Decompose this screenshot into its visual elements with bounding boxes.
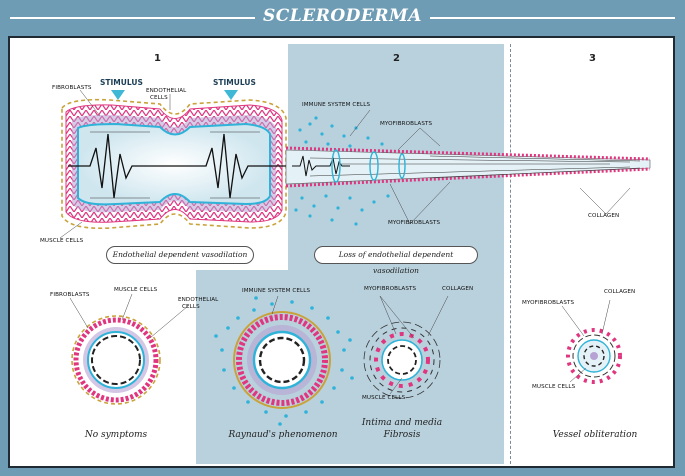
label-myofibroblasts-right: MYOFIBROBLASTS (522, 300, 575, 306)
title-rule-right (410, 17, 675, 19)
cross-section-obliteration (566, 328, 622, 384)
stimulus-label-2: STIMULUS (213, 78, 256, 87)
caption-raynaud: Raynaud's phenomenon (228, 430, 338, 440)
label-endothelial-top-2: CELLS (150, 95, 168, 101)
healthy-vessel-top (61, 98, 287, 230)
pill-endothelial-dependent: Endothelial dependent vasodilation (106, 246, 254, 264)
label-collagen-mid: COLLAGEN (442, 286, 474, 292)
label-endothelial-bottom-2: CELLS (182, 304, 200, 310)
leader-lines-top (59, 89, 631, 239)
caption-vessel-obliteration: Vessel obliteration (552, 430, 638, 440)
label-myofibroblasts-mid: MYOFIBROBLASTS (364, 286, 417, 292)
label-muscle-cells-right: MUSCLE CELLS (532, 384, 576, 390)
panel-number-1: 1 (154, 53, 161, 64)
vessel-illustration (59, 89, 651, 426)
label-muscle-cells-top: MUSCLE CELLS (40, 238, 84, 244)
narrowing-vessel-top (285, 146, 651, 188)
stimulus-label-1: STIMULUS (100, 78, 143, 87)
label-immune-cells-top: IMMUNE SYSTEM CELLS (302, 102, 371, 108)
label-immune-cells-bottom: IMMUNE SYSTEM CELLS (242, 288, 311, 294)
title-bar: SCLERODERMA (0, 0, 685, 34)
page-title: SCLERODERMA (0, 6, 685, 26)
diagram-frame: 1 2 3 STIMULUS STIMULUS FIBROBLASTS ENDO… (8, 36, 675, 468)
panel-number-3: 3 (589, 53, 596, 64)
caption-fibrosis-line-2: Fibrosis (383, 430, 421, 440)
label-myofibroblasts-top: MYOFIBROBLASTS (380, 121, 433, 127)
pill-loss-endothelial: Loss of endothelial dependent vasodilati… (314, 246, 478, 275)
label-collagen-right: COLLAGEN (604, 289, 636, 295)
label-muscle-cells-mid: MUSCLE CELLS (362, 395, 406, 401)
panel-number-2: 2 (393, 53, 400, 64)
stimulus-arrow-2-icon (224, 90, 238, 100)
caption-no-symptoms: No symptoms (84, 430, 148, 440)
label-fibroblasts-top: FIBROBLASTS (52, 85, 92, 91)
label-muscle-cells-bottom: MUSCLE CELLS (114, 287, 158, 293)
cross-section-fibrosis (363, 321, 441, 399)
caption-fibrosis-line-1: Intima and media (361, 418, 443, 428)
cross-section-raynaud (214, 296, 354, 426)
panel-divider (510, 44, 511, 464)
title-rule-left (10, 17, 280, 19)
label-collagen-top: COLLAGEN (588, 213, 620, 219)
label-myofibroblasts-bottom: MYOFIBROBLASTS (388, 220, 441, 226)
label-fibroblasts-bottom: FIBROBLASTS (50, 292, 90, 298)
panel-2-shade-bottom (196, 270, 504, 464)
cross-section-healthy (71, 315, 161, 405)
leader-lines-bottom (69, 293, 611, 395)
label-endothelial-bottom: ENDOTHELIAL (178, 297, 219, 303)
label-endothelial-top: ENDOTHELIAL (146, 88, 187, 94)
stimulus-arrow-1-icon (111, 90, 125, 100)
